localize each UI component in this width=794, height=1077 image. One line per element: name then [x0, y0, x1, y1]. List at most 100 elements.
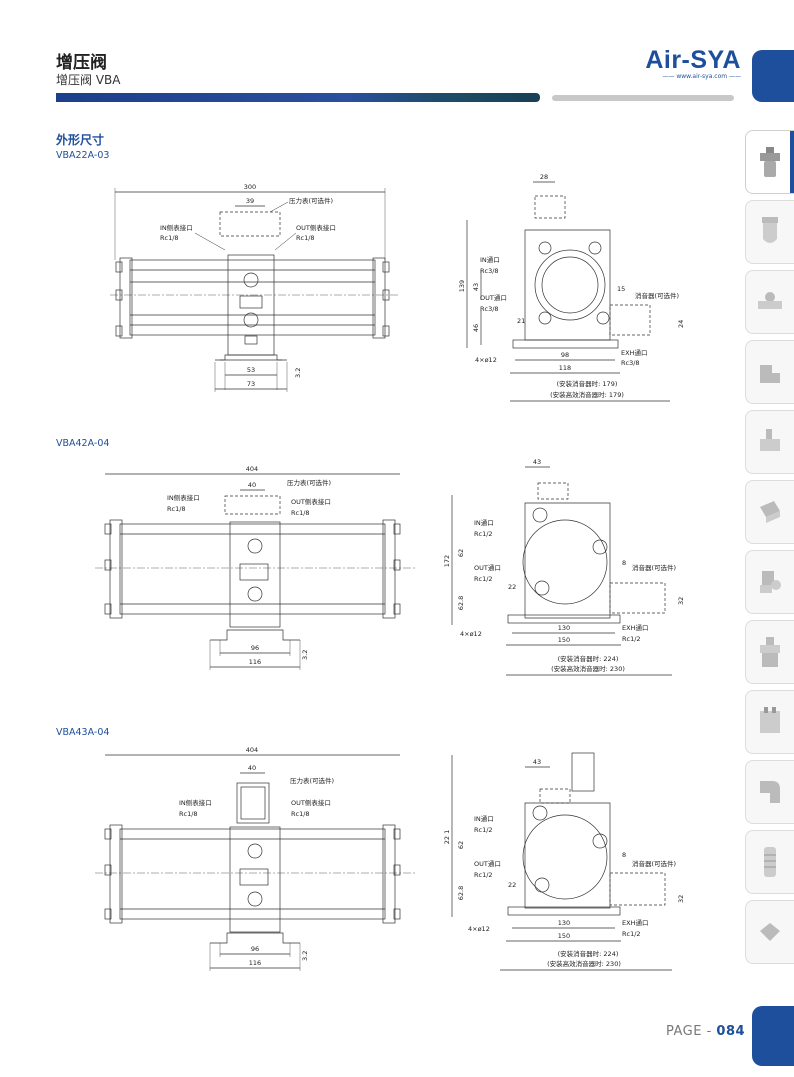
side-silencer: 消音器(可选件) [632, 563, 676, 572]
side-view-2: 43 172 62 62.8 IN通口 Rc1/2 OUT通口 Rc1/2 8 … [440, 455, 685, 684]
dim-foot1: 96 [251, 945, 259, 953]
side-h1: 62 [457, 549, 465, 557]
side-out-size: Rc3/8 [480, 305, 499, 313]
gauge-label: 压力表(可选件) [289, 196, 333, 205]
side-w2: 150 [558, 932, 570, 940]
front-view-1: 300 39 压力表(可选件) IN侧表接口 Rc1/8 OUT侧表接口 Rc1… [110, 170, 400, 404]
side-out-port: OUT通口 [474, 859, 501, 868]
page-number: PAGE - 084 [666, 1024, 745, 1039]
side-sil-dim: 15 [617, 285, 625, 293]
side-h2: 62.8 [457, 886, 465, 900]
page-number-value: 084 [716, 1024, 746, 1039]
side-sil-h: 32 [677, 597, 685, 605]
side-exh-port: EXH通口 [622, 918, 648, 927]
dim-foot2: 116 [249, 959, 261, 967]
corner-tab-bottom [752, 1006, 794, 1066]
side-height: 172 [443, 555, 451, 567]
dim-thick: 3.2 [301, 650, 309, 660]
in-port-label: IN侧表接口 [179, 798, 212, 807]
side-out-port: OUT通口 [480, 293, 507, 302]
side-holes: 4×ø12 [468, 925, 490, 933]
corner-tab-top [752, 50, 794, 102]
side-off: 22 [508, 881, 516, 889]
side-note1: (安装消音器时: 179) [557, 379, 618, 388]
dim-foot1: 96 [251, 644, 259, 652]
side-height: 22 1 [443, 830, 451, 844]
side-silencer: 消音器(可选件) [635, 291, 679, 300]
section-title: 外形尺寸 [56, 133, 105, 147]
gripper-icon [760, 923, 780, 941]
in-port-size: Rc1/8 [167, 505, 186, 513]
side-exh-size: Rc1/2 [622, 930, 641, 938]
elbow-icon [760, 365, 780, 383]
side-nav-cylinder[interactable] [745, 480, 794, 544]
side-note1: (安装消音器时: 224) [558, 949, 619, 958]
side-note1: (安装消音器时: 224) [558, 654, 619, 663]
brand-logo: Air-SYA —— www.air-sya.com —— [641, 46, 741, 80]
fitting-icon [760, 781, 780, 803]
out-port-label: OUT侧表接口 [296, 223, 336, 232]
side-exh-port: EXH通口 [621, 348, 647, 357]
side-top-w: 43 [533, 758, 541, 766]
side-nav-elbow[interactable] [745, 340, 794, 404]
dim-thick: 3.2 [294, 368, 302, 378]
side-nav-cartridge[interactable] [745, 830, 794, 894]
side-sil-h: 24 [677, 320, 685, 328]
side-nav-solenoid[interactable] [745, 410, 794, 474]
gauge-label: 压力表(可选件) [287, 478, 331, 487]
side-view-1: 28 139 43 46 IN通口 Rc3/8 OUT通口 Rc3/8 15 消… [455, 170, 685, 409]
side-nav [745, 130, 794, 970]
in-port-label: IN侧表接口 [167, 493, 200, 502]
side-out-size: Rc1/2 [474, 871, 493, 879]
filter-icon [762, 217, 778, 243]
side-out-port: OUT通口 [474, 563, 501, 572]
side-nav-block[interactable] [745, 690, 794, 754]
side-w1: 130 [558, 919, 570, 927]
side-w2: 118 [559, 364, 571, 372]
out-port-size: Rc1/8 [291, 810, 310, 818]
cylinder-icon [760, 501, 780, 523]
side-h1: 62 [457, 841, 465, 849]
side-sil-dim: 8 [622, 851, 626, 859]
valve-icon [758, 292, 782, 309]
dim-gauge: 40 [248, 481, 256, 489]
page-subtitle: 增压阀 VBA [56, 73, 121, 87]
solenoid-icon [760, 429, 780, 451]
side-h2: 46 [472, 324, 480, 332]
side-in-size: Rc1/2 [474, 530, 493, 538]
side-in-port: IN通口 [474, 814, 494, 823]
side-nav-regulator[interactable] [745, 130, 794, 194]
dim-gauge: 40 [248, 764, 256, 772]
side-top-w: 28 [540, 173, 548, 181]
side-sil-dim: 8 [622, 559, 626, 567]
dim-overall: 404 [246, 465, 258, 473]
side-out-size: Rc1/2 [474, 575, 493, 583]
side-note2: (安装高效消音器时: 230) [547, 959, 621, 968]
logo-text: Air-SYA [645, 46, 741, 74]
side-off: 21 [517, 317, 525, 325]
dim-foot2: 116 [249, 658, 261, 666]
side-view-3: 43 22 1 62 62.8 IN通口 Rc1/2 OUT通口 Rc1/2 8… [440, 745, 685, 979]
side-holes: 4×ø12 [475, 356, 497, 364]
dim-overall: 300 [244, 183, 256, 191]
in-port-label: IN侧表接口 [160, 223, 193, 232]
side-nav-fitting[interactable] [745, 760, 794, 824]
front-view-2: 404 40 压力表(可选件) IN侧表接口 Rc1/8 OUT侧表接口 Rc1… [95, 460, 415, 689]
side-nav-unit[interactable] [745, 620, 794, 684]
side-nav-valve[interactable] [745, 270, 794, 334]
side-nav-gripper[interactable] [745, 900, 794, 964]
side-nav-filter[interactable] [745, 200, 794, 264]
side-silencer: 消音器(可选件) [632, 859, 676, 868]
side-exh-size: Rc1/2 [622, 635, 641, 643]
block-icon [760, 707, 780, 733]
side-off: 22 [508, 583, 516, 591]
header-gray-bar [552, 95, 734, 101]
side-w1: 98 [561, 351, 569, 359]
model-label-3: VBA43A-04 [56, 727, 110, 738]
out-port-label: OUT侧表接口 [291, 497, 331, 506]
side-nav-actuator[interactable] [745, 550, 794, 614]
dim-gauge: 39 [246, 197, 254, 205]
out-port-label: OUT侧表接口 [291, 798, 331, 807]
dim-foot1: 53 [247, 366, 255, 374]
dim-foot2: 73 [247, 380, 255, 388]
